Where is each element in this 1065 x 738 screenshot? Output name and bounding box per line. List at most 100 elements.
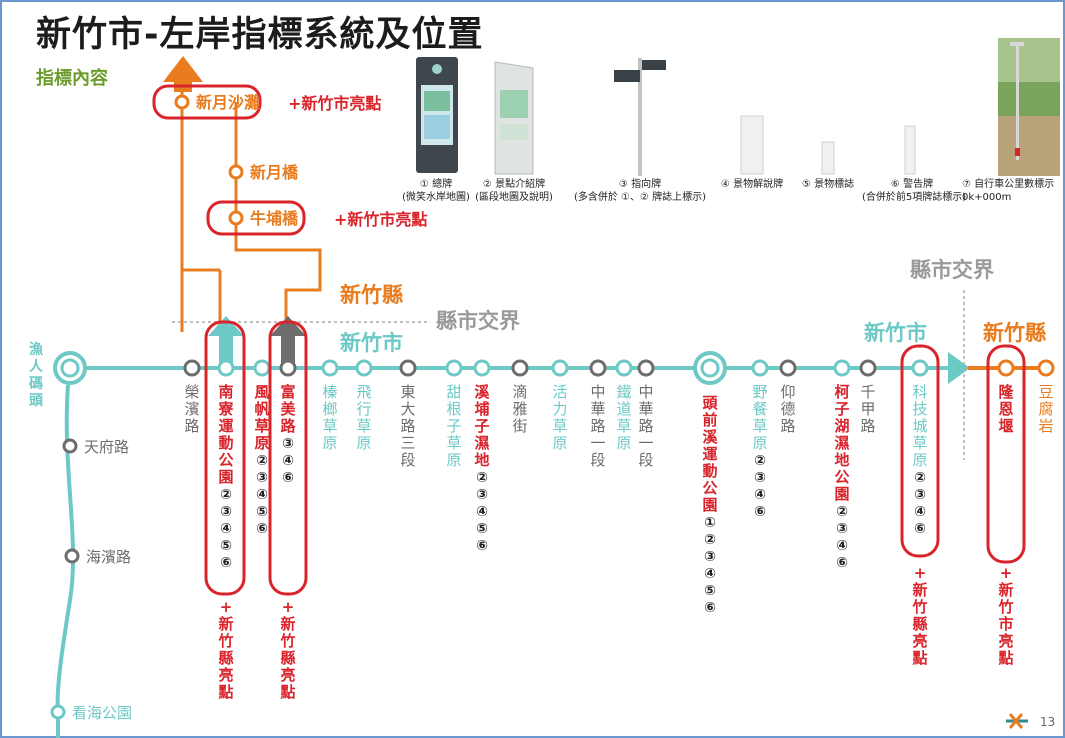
station-label: 子 [834, 400, 849, 418]
station-highlight-note: 亮 [998, 632, 1013, 650]
station-highlight-note: 點 [218, 683, 233, 701]
station-label: 草 [552, 417, 567, 435]
station-sign-marker: ③ [476, 487, 488, 503]
start-node-label: 頭 [29, 393, 44, 409]
section-subtitle: 指標內容 [36, 68, 108, 89]
station-label: 子 [446, 417, 461, 435]
sign-caption: ⑤ 景物標誌 [801, 179, 855, 190]
left-station-label: 看海公園 [72, 704, 132, 722]
station-label: 濱 [184, 400, 199, 418]
gate-arrow [270, 316, 306, 336]
sign-photo-overview [416, 57, 458, 173]
station-label: 運 [218, 417, 234, 435]
station-node [217, 359, 235, 377]
station-label: 豆 [1038, 383, 1053, 401]
sign-photo-direction [614, 58, 666, 176]
station-highlight-box [204, 320, 246, 596]
station-label: 南 [218, 383, 233, 401]
station-node [615, 359, 633, 377]
branch-highlight-note: +新竹市亮點 [334, 210, 427, 229]
start-node-inner [60, 358, 80, 378]
logo-icon [1006, 713, 1028, 729]
station-sign-marker: ③ [914, 487, 926, 503]
station-label: 濕 [834, 434, 849, 452]
left-station-label: 海濱路 [86, 548, 131, 566]
station-label: 園 [834, 485, 849, 503]
branch-node [228, 210, 244, 226]
station-label: 公 [834, 468, 849, 486]
station-label: 仰 [780, 383, 795, 401]
station-label: 路 [400, 417, 415, 435]
branch-node [174, 94, 190, 110]
station-label: 路 [280, 417, 296, 435]
station-label: 華 [638, 400, 653, 418]
station-sign-marker: ② [754, 453, 766, 469]
station-node [859, 359, 877, 377]
branch-node [228, 164, 244, 180]
station-label: 雅 [512, 400, 527, 418]
station-label: 中 [590, 383, 605, 401]
station-highlight-note: 縣 [218, 649, 233, 667]
station-node [637, 359, 655, 377]
station-node-major [700, 358, 720, 378]
station-label: 技 [912, 400, 927, 418]
station-highlight-note: 新 [280, 615, 295, 633]
region-county-label: 新竹縣 [340, 283, 403, 307]
station-label: 千 [860, 383, 875, 401]
left-station-node [62, 438, 78, 454]
page-logo [1004, 712, 1030, 730]
station-node [911, 359, 929, 377]
station-highlight-note: + [1000, 564, 1013, 582]
station-label: 段 [590, 451, 605, 469]
station-sign-marker: ⑤ [476, 521, 488, 537]
station-node [321, 359, 339, 377]
sign-caption: ② 景點介紹牌 (區段地圖及說明) [475, 179, 553, 203]
station-label: 德 [780, 400, 795, 418]
station-node [1037, 359, 1055, 377]
station-highlight-note: 新 [998, 581, 1013, 599]
station-sign-marker: ⑤ [704, 583, 716, 599]
station-label: 草 [912, 434, 927, 452]
station-node [253, 359, 271, 377]
station-label: 腐 [1038, 400, 1053, 418]
station-sign-marker: ② [220, 487, 232, 503]
station-label: 一 [638, 434, 653, 452]
gate-arrow [208, 316, 244, 336]
start-node-label: 碼 [28, 376, 43, 392]
station-label: 榛 [322, 383, 337, 401]
gate-arrow [281, 334, 295, 364]
station-label: 原 [552, 434, 567, 452]
station-highlight-note: 新 [218, 615, 233, 633]
station-sign-marker: ② [704, 532, 716, 548]
station-label: 飛 [356, 383, 371, 401]
station-sign-marker: ⑥ [220, 555, 232, 571]
station-highlight-note: + [282, 598, 295, 616]
sign-photo-warning [904, 125, 916, 175]
station-label: 鐵 [616, 383, 631, 401]
station-sign-marker: ⑥ [754, 504, 766, 520]
station-label: 滴 [512, 383, 527, 401]
station-label: 地 [474, 451, 489, 469]
sign-caption: ④ 景物解說牌 [720, 179, 784, 190]
station-label: 前 [702, 411, 717, 429]
station-label: 濕 [474, 434, 489, 452]
station-highlight-note: + [220, 598, 233, 616]
station-node [551, 359, 569, 377]
station-label: 力 [552, 400, 567, 418]
station-sign-marker: ④ [704, 566, 716, 582]
start-node-label: 漁 [29, 341, 43, 358]
station-sign-marker: ④ [220, 521, 232, 537]
station-sign-marker: ⑥ [256, 521, 268, 537]
station-highlight-note: 亮 [218, 666, 233, 684]
station-highlight-note: 新 [912, 581, 927, 599]
station-node [833, 359, 851, 377]
station-label: 華 [590, 400, 605, 418]
sign-photo-introduction [494, 61, 534, 175]
gate-arrow [219, 334, 233, 364]
left-station-node [50, 704, 66, 720]
station-label: 科 [912, 383, 927, 401]
sign-caption: ⑥ 警告牌 (合併於前5項牌誌標示) [862, 179, 967, 203]
station-node [511, 359, 529, 377]
station-highlight-note: + [914, 564, 927, 582]
station-sign-marker: ③ [704, 549, 716, 565]
